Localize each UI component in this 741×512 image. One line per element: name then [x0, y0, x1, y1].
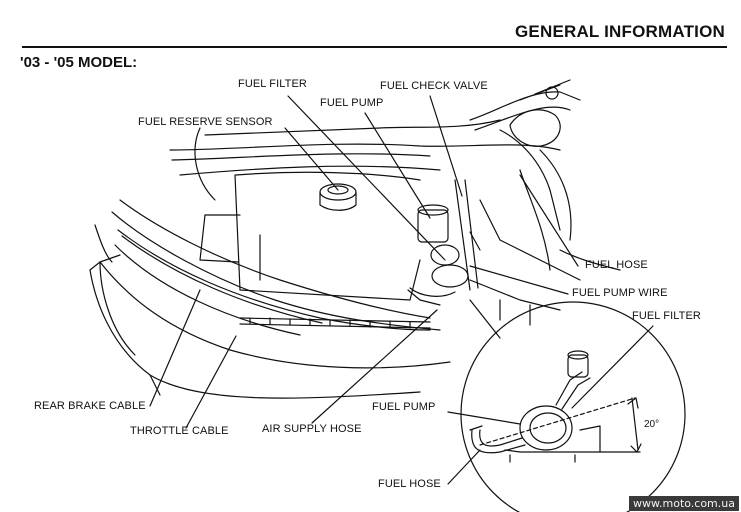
vehicle-body-illustration — [89, 79, 621, 399]
label-air-supply-hose: AIR SUPPLY HOSE — [262, 423, 362, 435]
label-fuel-filter-top: FUEL FILTER — [238, 78, 307, 90]
leader-lines — [149, 95, 654, 485]
label-fuel-hose-right: FUEL HOSE — [585, 259, 648, 271]
header-divider — [22, 46, 727, 48]
label-fuel-pump-wire: FUEL PUMP WIRE — [572, 287, 668, 299]
label-throttle-cable: THROTTLE CABLE — [130, 425, 229, 437]
label-fuel-pump-top: FUEL PUMP — [320, 97, 384, 109]
model-title: '03 - '05 MODEL: — [20, 54, 138, 71]
label-fuel-check-valve: FUEL CHECK VALVE — [380, 80, 488, 92]
label-fuel-pump-inset: FUEL PUMP — [372, 401, 436, 413]
label-fuel-filter-inset: FUEL FILTER — [632, 310, 701, 322]
section-title: GENERAL INFORMATION — [515, 22, 725, 41]
label-fuel-hose-inset: FUEL HOSE — [378, 478, 441, 490]
label-rear-brake-cable: REAR BRAKE CABLE — [34, 400, 146, 412]
watermark-link[interactable]: www.moto.com.ua — [629, 496, 739, 511]
label-fuel-reserve-sensor: FUEL RESERVE SENSOR — [138, 116, 273, 128]
label-angle: 20° — [644, 419, 660, 430]
inset-detail — [460, 301, 686, 512]
